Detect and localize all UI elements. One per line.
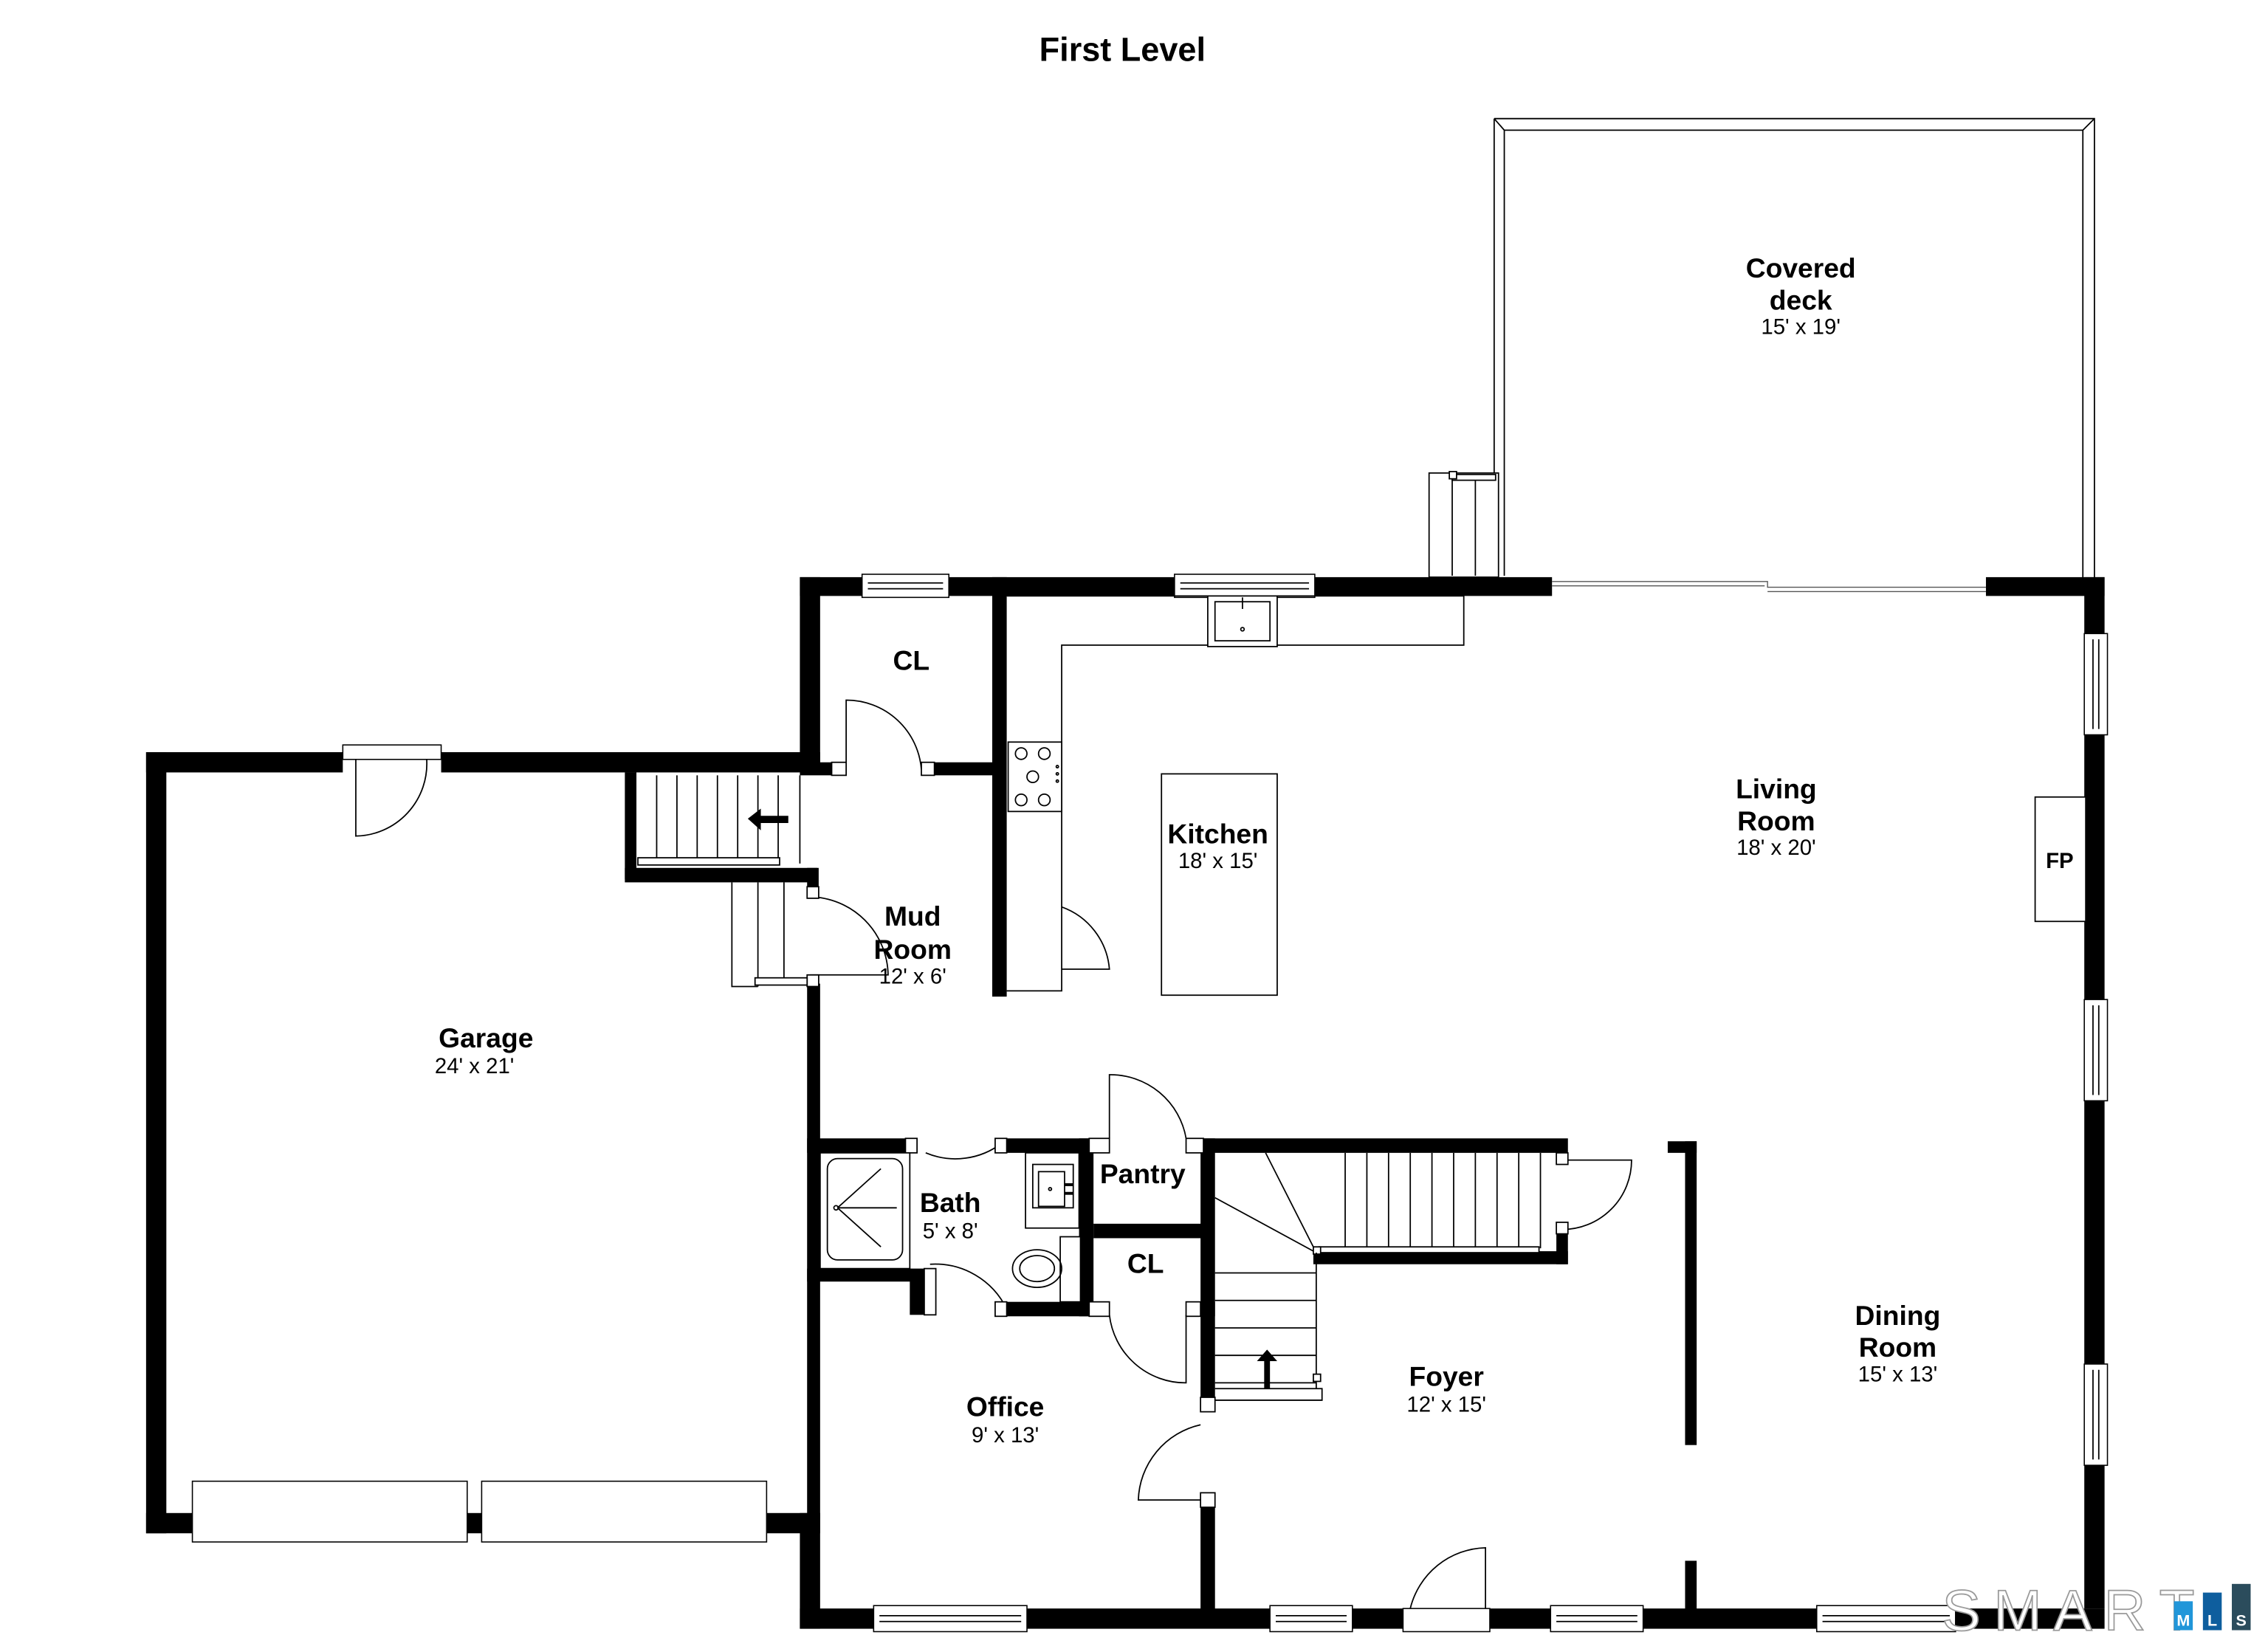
stair-arrow-icon	[1257, 1349, 1277, 1389]
window	[2083, 633, 2109, 736]
mud-room-label-2: Room	[874, 934, 952, 965]
bath-fixtures	[819, 1151, 1082, 1303]
fireplace: FP	[2034, 796, 2087, 923]
garage-label: Garage	[439, 1022, 533, 1053]
window	[2083, 1363, 2109, 1466]
toilet-icon	[1011, 1236, 1082, 1303]
logo-letter: R	[2104, 1578, 2146, 1643]
kitchen-fixtures	[1006, 595, 1465, 996]
fireplace-label: FP	[2046, 849, 2074, 873]
mud-room-label-1: Mud	[884, 901, 941, 932]
bath-label: Bath	[920, 1187, 981, 1218]
garage-door-right	[481, 1480, 768, 1543]
doors	[342, 699, 1632, 1633]
plan-title: First Level	[1040, 30, 1206, 68]
stove-icon	[1007, 741, 1062, 813]
foyer-label: Foyer	[1409, 1360, 1484, 1391]
stair-arrow-icon	[747, 808, 788, 830]
bath-dims: 5' x 8'	[923, 1219, 978, 1243]
dining-room-label-2: Room	[1859, 1332, 1937, 1363]
window	[1815, 1605, 1956, 1633]
dining-room-dims: 15' x 13'	[1858, 1362, 1938, 1386]
logo-box-letter: M	[2176, 1611, 2190, 1630]
office-label: Office	[966, 1391, 1044, 1422]
foyer-stairs	[1214, 1152, 1542, 1401]
garage-stairs	[637, 775, 808, 988]
window	[1550, 1605, 1644, 1633]
logo-letter: A	[2053, 1578, 2092, 1643]
cl-upper-label: CL	[893, 644, 929, 675]
office-dims: 9' x 13'	[972, 1423, 1039, 1447]
window	[1269, 1605, 1353, 1633]
garage-door-left	[191, 1480, 468, 1543]
kitchen-island	[1161, 773, 1278, 996]
logo-box-l	[2202, 1592, 2222, 1631]
kitchen-dims: 18' x 15'	[1178, 849, 1258, 873]
walls	[145, 576, 2105, 1629]
cl-lower-label: CL	[1127, 1247, 1164, 1278]
living-room-dims: 18' x 20'	[1736, 836, 1816, 860]
garage-dims: 24' x 21'	[435, 1054, 515, 1078]
vanity-sink-icon	[1025, 1151, 1080, 1229]
shower-icon	[819, 1151, 911, 1270]
window	[873, 1605, 1028, 1633]
logo-box-letter: L	[2207, 1611, 2217, 1630]
kitchen-label: Kitchen	[1167, 818, 1268, 849]
logo-box-s	[2232, 1583, 2251, 1631]
logo-letter: M	[1993, 1578, 2041, 1643]
living-room-label-1: Living	[1736, 774, 1817, 805]
windows	[191, 574, 2109, 1633]
dining-room-label-1: Dining	[1855, 1300, 1941, 1331]
window	[2083, 999, 2109, 1102]
covered-deck-label-2: deck	[1770, 284, 1832, 315]
sink-icon	[1207, 595, 1278, 647]
mud-room-dims: 12' x 6'	[879, 965, 946, 989]
logo-box-m	[2174, 1601, 2193, 1631]
covered-deck: Covered deck 15' x 19'	[1428, 117, 2095, 579]
covered-deck-dims: 15' x 19'	[1761, 315, 1841, 340]
pantry-label: Pantry	[1100, 1158, 1186, 1189]
deck-stairs	[1428, 470, 1499, 578]
window	[1174, 574, 1316, 599]
covered-deck-label-1: Covered	[1746, 252, 1856, 283]
logo-box-letter: S	[2236, 1611, 2247, 1630]
living-room-label-2: Room	[1737, 805, 1815, 836]
window	[861, 574, 950, 599]
foyer-dims: 12' x 15'	[1406, 1393, 1486, 1417]
logo-letter: S	[1942, 1578, 1981, 1643]
smart-mls-logo: S M A R T M L S	[1942, 1577, 2251, 1643]
